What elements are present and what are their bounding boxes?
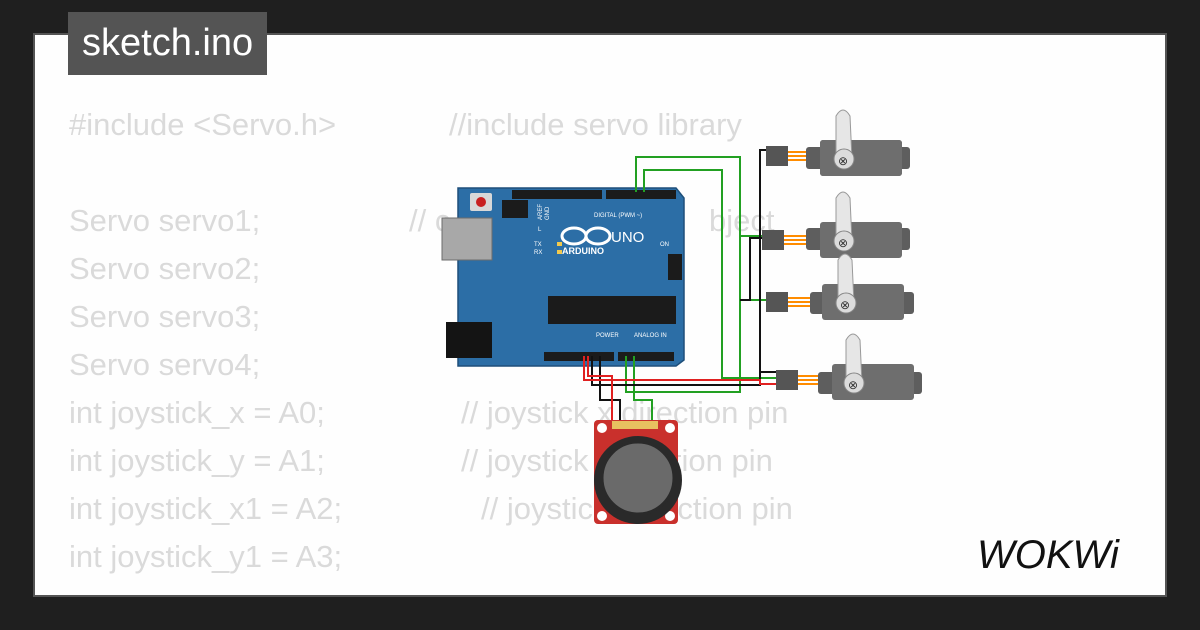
power-jack (446, 322, 492, 358)
wokwi-logo[interactable]: WOKWi (975, 528, 1155, 583)
svg-text:⊗: ⊗ (838, 236, 848, 250)
svg-text:⊗: ⊗ (838, 154, 848, 168)
digital-label: DIGITAL (PWM ~) (594, 213, 642, 219)
file-tab[interactable]: sketch.ino (68, 12, 268, 75)
usb-port (441, 217, 493, 261)
code-line: int joystick_x = A0; (69, 395, 325, 430)
arduino-uno-board[interactable]: UNO ARDUINO DIGITAL (PWM ~) POWER ANALOG… (441, 187, 685, 367)
arduino-logo (560, 226, 612, 246)
board-brand-label: ARDUINO (562, 246, 604, 256)
gnd-label: GND (545, 206, 551, 220)
rx-label: RX (534, 250, 542, 256)
wokwi-logo-text: WOKWi (977, 533, 1120, 577)
analog-label: ANALOG IN (634, 333, 667, 339)
board-model-label: UNO (611, 229, 644, 246)
power-wires (583, 356, 776, 420)
aref-label: AREF (538, 204, 544, 220)
svg-text:⊗: ⊗ (840, 298, 850, 312)
code-line: Servo servo2; (69, 251, 261, 286)
servo-motor-2[interactable]: ⊗ (762, 191, 910, 258)
power-header (544, 352, 614, 361)
svg-text:⊗: ⊗ (848, 378, 858, 392)
servo-motor-3[interactable]: ⊗ (766, 253, 914, 320)
code-line: Servo servo1; (69, 203, 261, 238)
power-label: POWER (596, 333, 619, 339)
tx-label: TX (534, 242, 542, 248)
l-label: L (538, 227, 542, 233)
digital-header-low (606, 190, 676, 199)
on-label: ON (660, 242, 669, 248)
code-line: int joystick_y = A1; (69, 443, 325, 478)
servo-motor-4[interactable]: ⊗ (776, 333, 922, 400)
digital-header-high (512, 190, 602, 199)
code-line: #include <Servo.h> (69, 107, 337, 142)
code-comment: //include servo library (449, 107, 742, 142)
servo-motor-1[interactable]: ⊗ (766, 109, 910, 176)
joystick-module[interactable] (594, 420, 682, 524)
code-line: Servo servo4; (69, 347, 261, 382)
code-line: Servo servo3; (69, 299, 261, 334)
analog-header (618, 352, 674, 361)
atmega-chip (548, 296, 676, 324)
code-line: int joystick_y1 = A3; (69, 539, 343, 574)
code-line: int joystick_x1 = A2; (69, 491, 343, 526)
code-editor: #include <Servo.h> //include servo librar… (69, 35, 1165, 595)
